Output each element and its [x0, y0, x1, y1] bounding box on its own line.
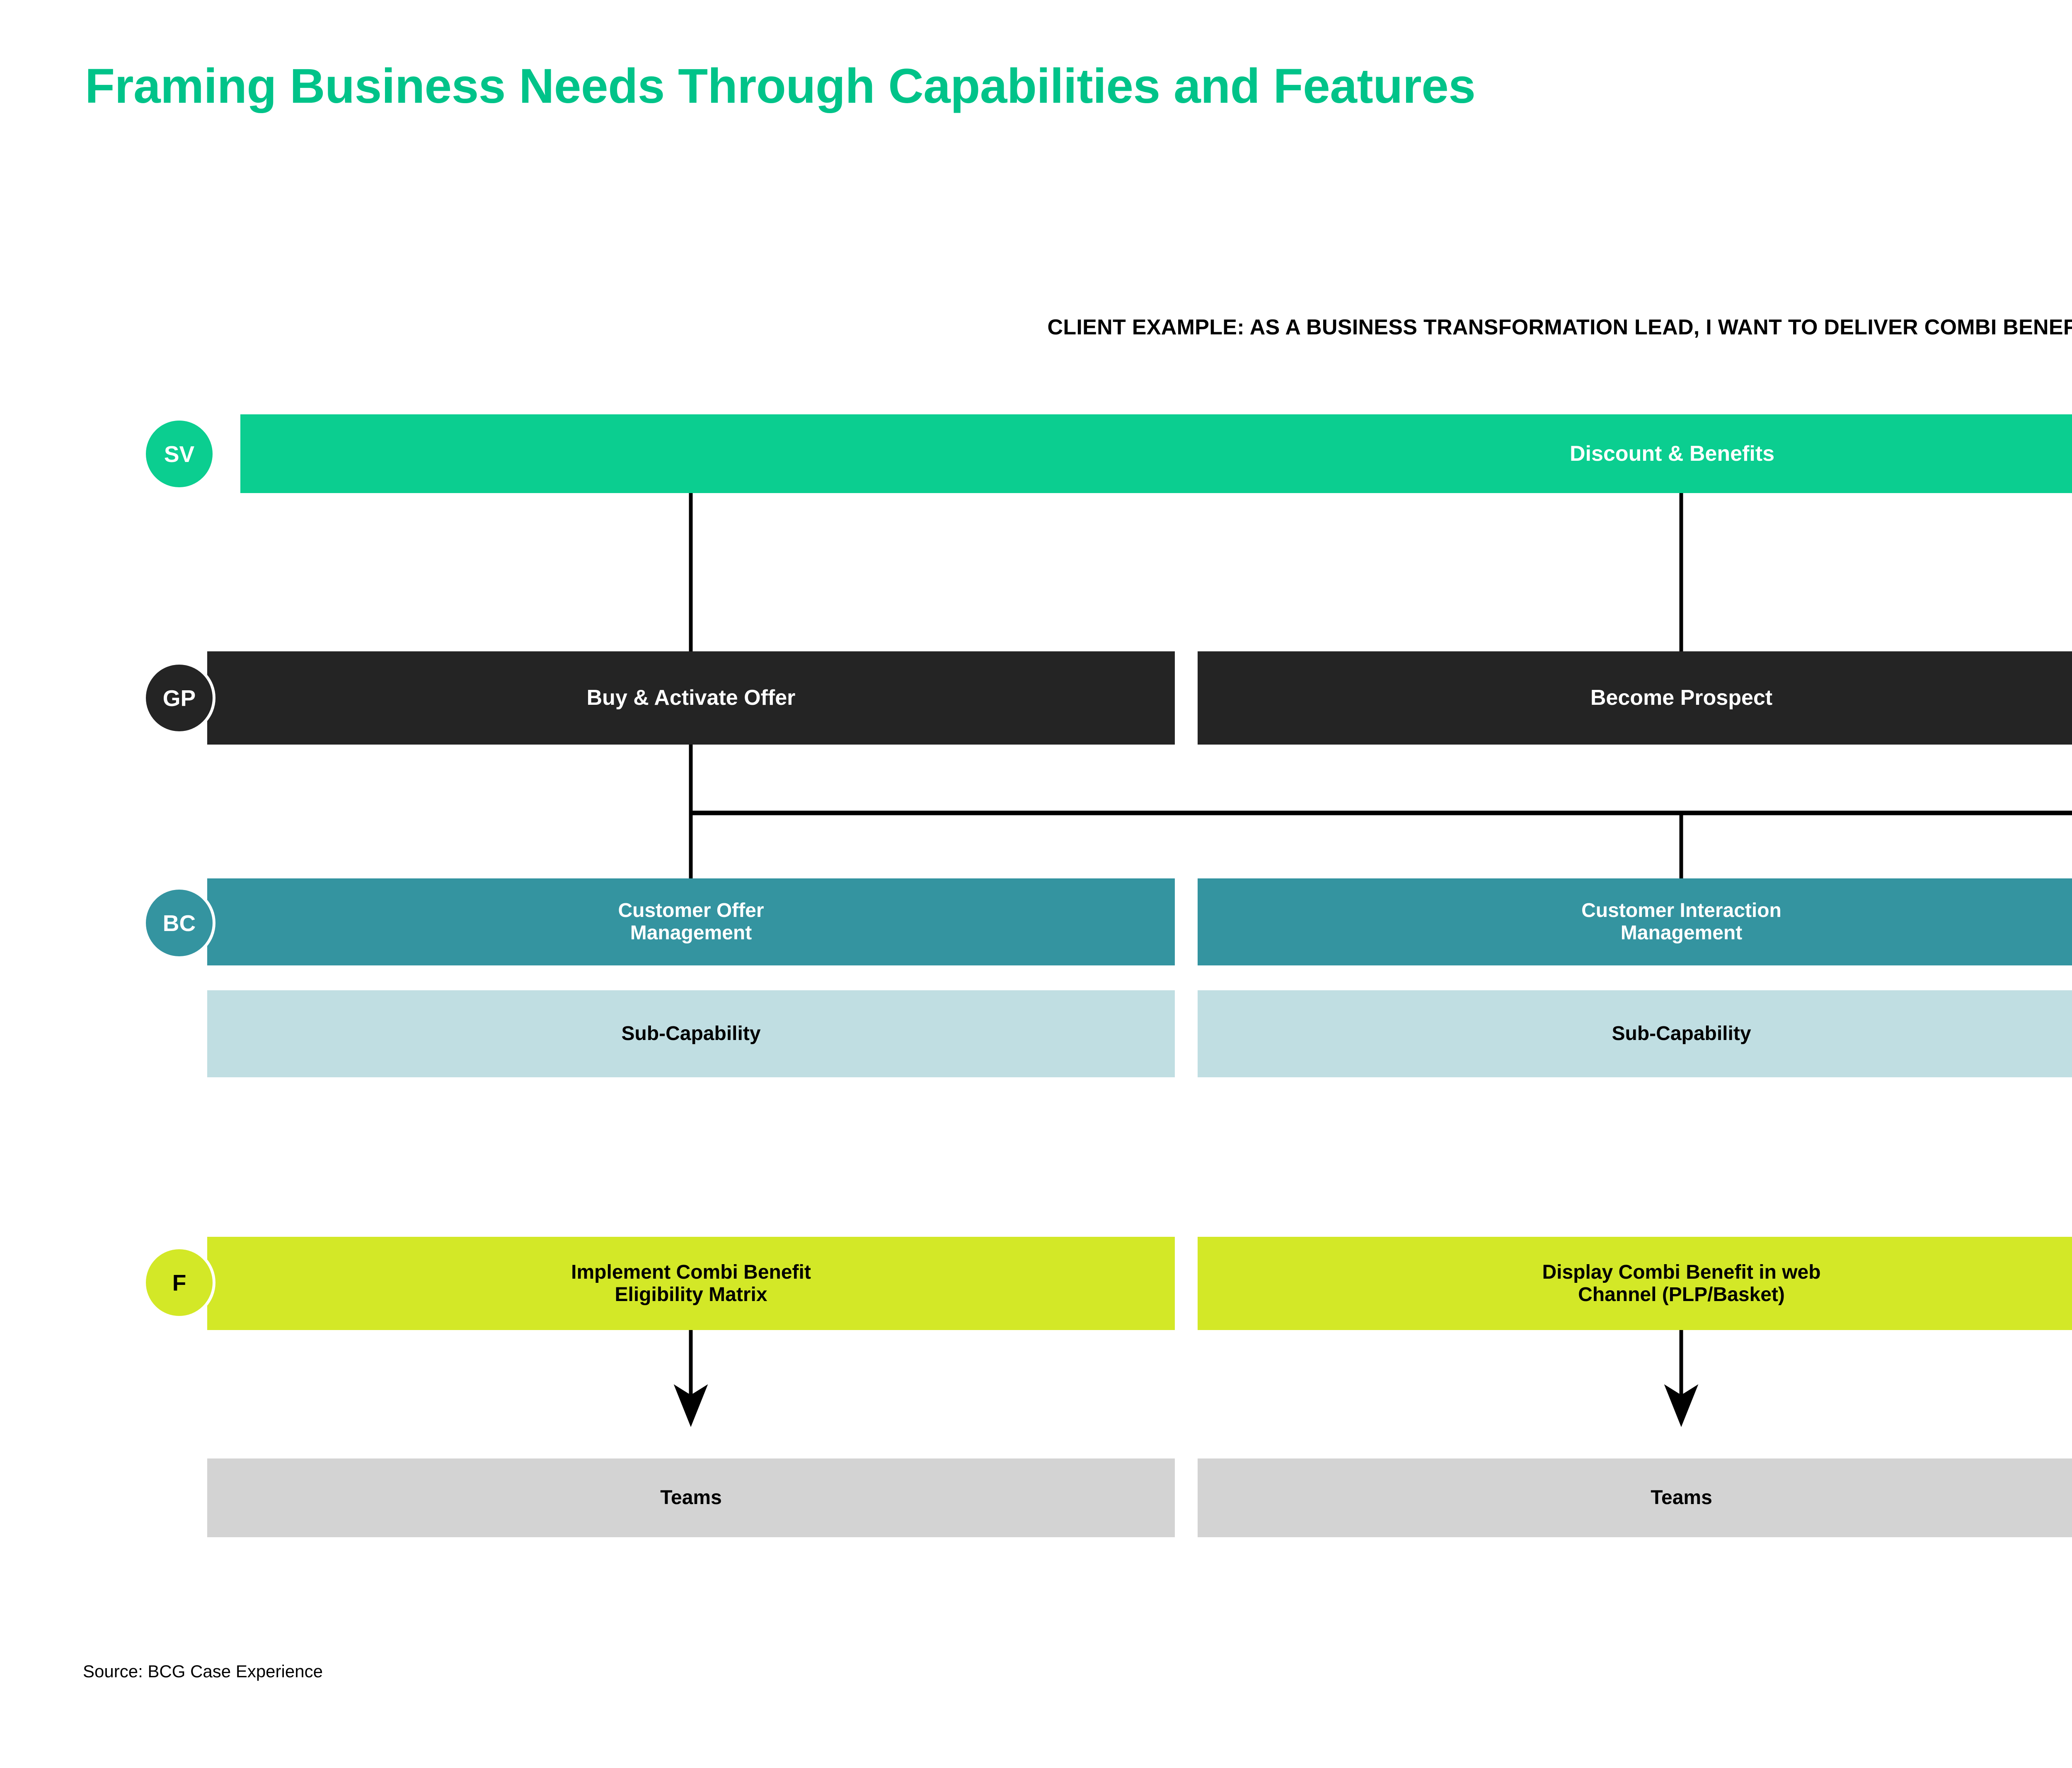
sub-capability-label-1: Sub-Capability: [621, 1023, 761, 1045]
sub-capability-box-2[interactable]: Sub-Capability: [1198, 990, 2072, 1077]
badge-business-capability[interactable]: BC: [143, 887, 215, 959]
client-example-subtitle: CLIENT EXAMPLE: AS A BUSINESS TRANSFORMA…: [1047, 315, 2072, 339]
teams-box-2[interactable]: Teams: [1198, 1458, 2072, 1537]
grouped-process-label-2: Become Prospect: [1590, 686, 1773, 710]
grouped-process-box-1[interactable]: Buy & Activate Offer: [207, 651, 1175, 745]
business-capability-box-2[interactable]: Customer Interaction Management: [1198, 878, 2072, 965]
business-capability-label-2-line1: Customer Interaction: [1581, 900, 1782, 922]
feature-box-1[interactable]: Implement Combi Benefit Eligibility Matr…: [207, 1237, 1175, 1330]
badge-feature-label: F: [172, 1270, 186, 1296]
badge-business-capability-label: BC: [162, 910, 196, 936]
business-capability-label-2-line2: Management: [1620, 922, 1743, 944]
grouped-process-box-2[interactable]: Become Prospect: [1198, 651, 2072, 745]
feature-label-2-line1: Display Combi Benefit in web: [1542, 1261, 1821, 1283]
feature-label-1-line1: Implement Combi Benefit: [571, 1261, 811, 1283]
sub-capability-label-2: Sub-Capability: [1612, 1023, 1751, 1045]
teams-label-2: Teams: [1651, 1487, 1712, 1509]
feature-box-2[interactable]: Display Combi Benefit in web Channel (PL…: [1198, 1237, 2072, 1330]
feature-label-1-line2: Eligibility Matrix: [615, 1283, 767, 1306]
grouped-process-label-1: Buy & Activate Offer: [586, 686, 796, 710]
page-title: Framing Business Needs Through Capabilit…: [85, 59, 1476, 114]
badge-grouped-process-label: GP: [162, 685, 196, 711]
business-capability-box-1[interactable]: Customer Offer Management: [207, 878, 1175, 965]
sub-capability-box-1[interactable]: Sub-Capability: [207, 990, 1175, 1077]
badge-feature[interactable]: F: [143, 1246, 215, 1319]
business-capability-label-1-line2: Management: [630, 922, 752, 944]
badge-grouped-process[interactable]: GP: [143, 662, 215, 734]
teams-label-1: Teams: [660, 1487, 722, 1509]
business-capability-label-1-line1: Customer Offer: [618, 900, 764, 922]
source-note: Source: BCG Case Experience: [83, 1662, 323, 1681]
feature-label-2-line2: Channel (PLP/Basket): [1578, 1283, 1785, 1306]
service-bar-label: Discount & Benefits: [1569, 441, 1775, 466]
badge-service-label: SV: [164, 441, 195, 467]
badge-service[interactable]: SV: [143, 418, 215, 490]
teams-box-1[interactable]: Teams: [207, 1458, 1175, 1537]
service-bar[interactable]: Discount & Benefits: [240, 414, 2072, 493]
